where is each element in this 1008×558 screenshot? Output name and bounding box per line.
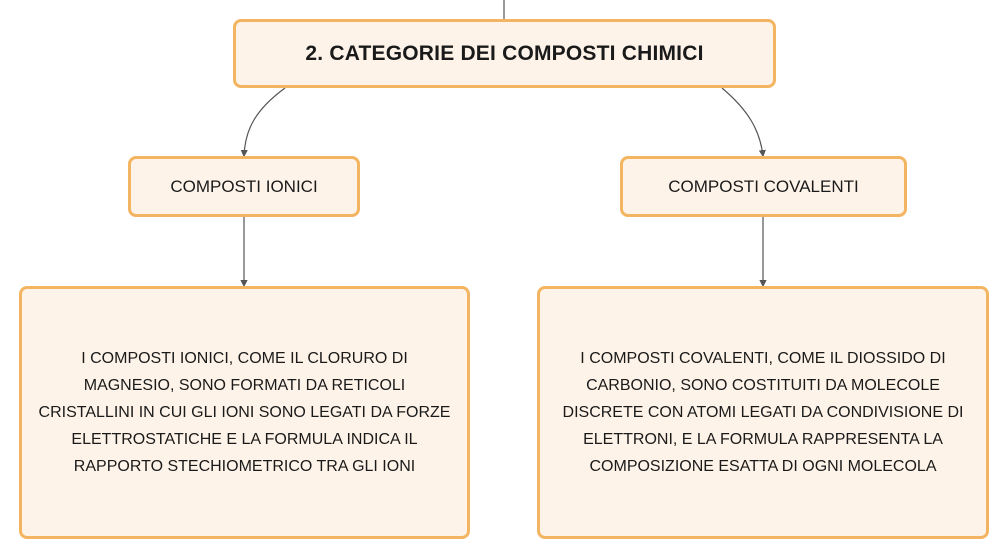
description-node-ionici-text: I COMPOSTI IONICI, COME IL CLORURO DI MA… — [38, 350, 451, 475]
root-node-label: 2. CATEGORIE DEI COMPOSTI CHIMICI — [305, 41, 704, 65]
root-node: 2. CATEGORIE DEI COMPOSTI CHIMICI — [233, 19, 776, 88]
root-to-covalenti-connector — [721, 87, 766, 158]
description-node-covalenti-text: I COMPOSTI COVALENTI, COME IL DIOSSIDO D… — [562, 350, 964, 475]
description-node-covalenti: I COMPOSTI COVALENTI, COME IL DIOSSIDO D… — [537, 286, 989, 539]
category-node-covalenti-label: COMPOSTI COVALENTI — [668, 176, 859, 196]
category-node-covalenti: COMPOSTI COVALENTI — [620, 156, 907, 217]
category-node-ionici: COMPOSTI IONICI — [128, 156, 360, 217]
description-node-ionici: I COMPOSTI IONICI, COME IL CLORURO DI MA… — [19, 286, 470, 539]
root-to-ionici-connector — [240, 87, 286, 158]
category-node-ionici-label: COMPOSTI IONICI — [170, 176, 318, 196]
